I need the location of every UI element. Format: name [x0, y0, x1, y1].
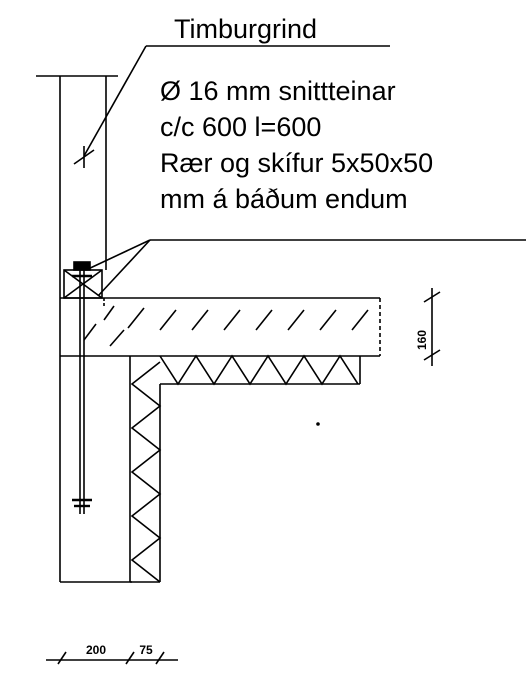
- timber-frame: [36, 75, 132, 583]
- label-timburgrind: Timburgrind: [174, 14, 317, 44]
- dimension-label-75: 75: [139, 643, 153, 657]
- dimension-label-200: 200: [86, 643, 106, 657]
- concrete-slab: [60, 297, 381, 357]
- speck: [316, 422, 320, 426]
- label-bolt-spacing: c/c 600 l=600: [160, 112, 321, 142]
- insulation-horizontal: [129, 354, 361, 582]
- wall-plate: [63, 269, 103, 299]
- label-bolt-diameter: Ø 16 mm snittteinar: [160, 76, 396, 106]
- dimension-160: [423, 288, 441, 366]
- dimension-bottom: [46, 651, 178, 665]
- label-washers-ends: mm á báðum endum: [160, 184, 408, 214]
- insulation-vertical: [130, 361, 162, 583]
- dimension-label-160: 160: [415, 330, 429, 350]
- label-washers: Rær og skífur 5x50x50: [160, 148, 433, 178]
- leader-timburgrind: [83, 45, 390, 157]
- anchor-bolt: [72, 261, 92, 514]
- leader-bolt: [85, 239, 526, 297]
- drawing-lines: [36, 45, 526, 665]
